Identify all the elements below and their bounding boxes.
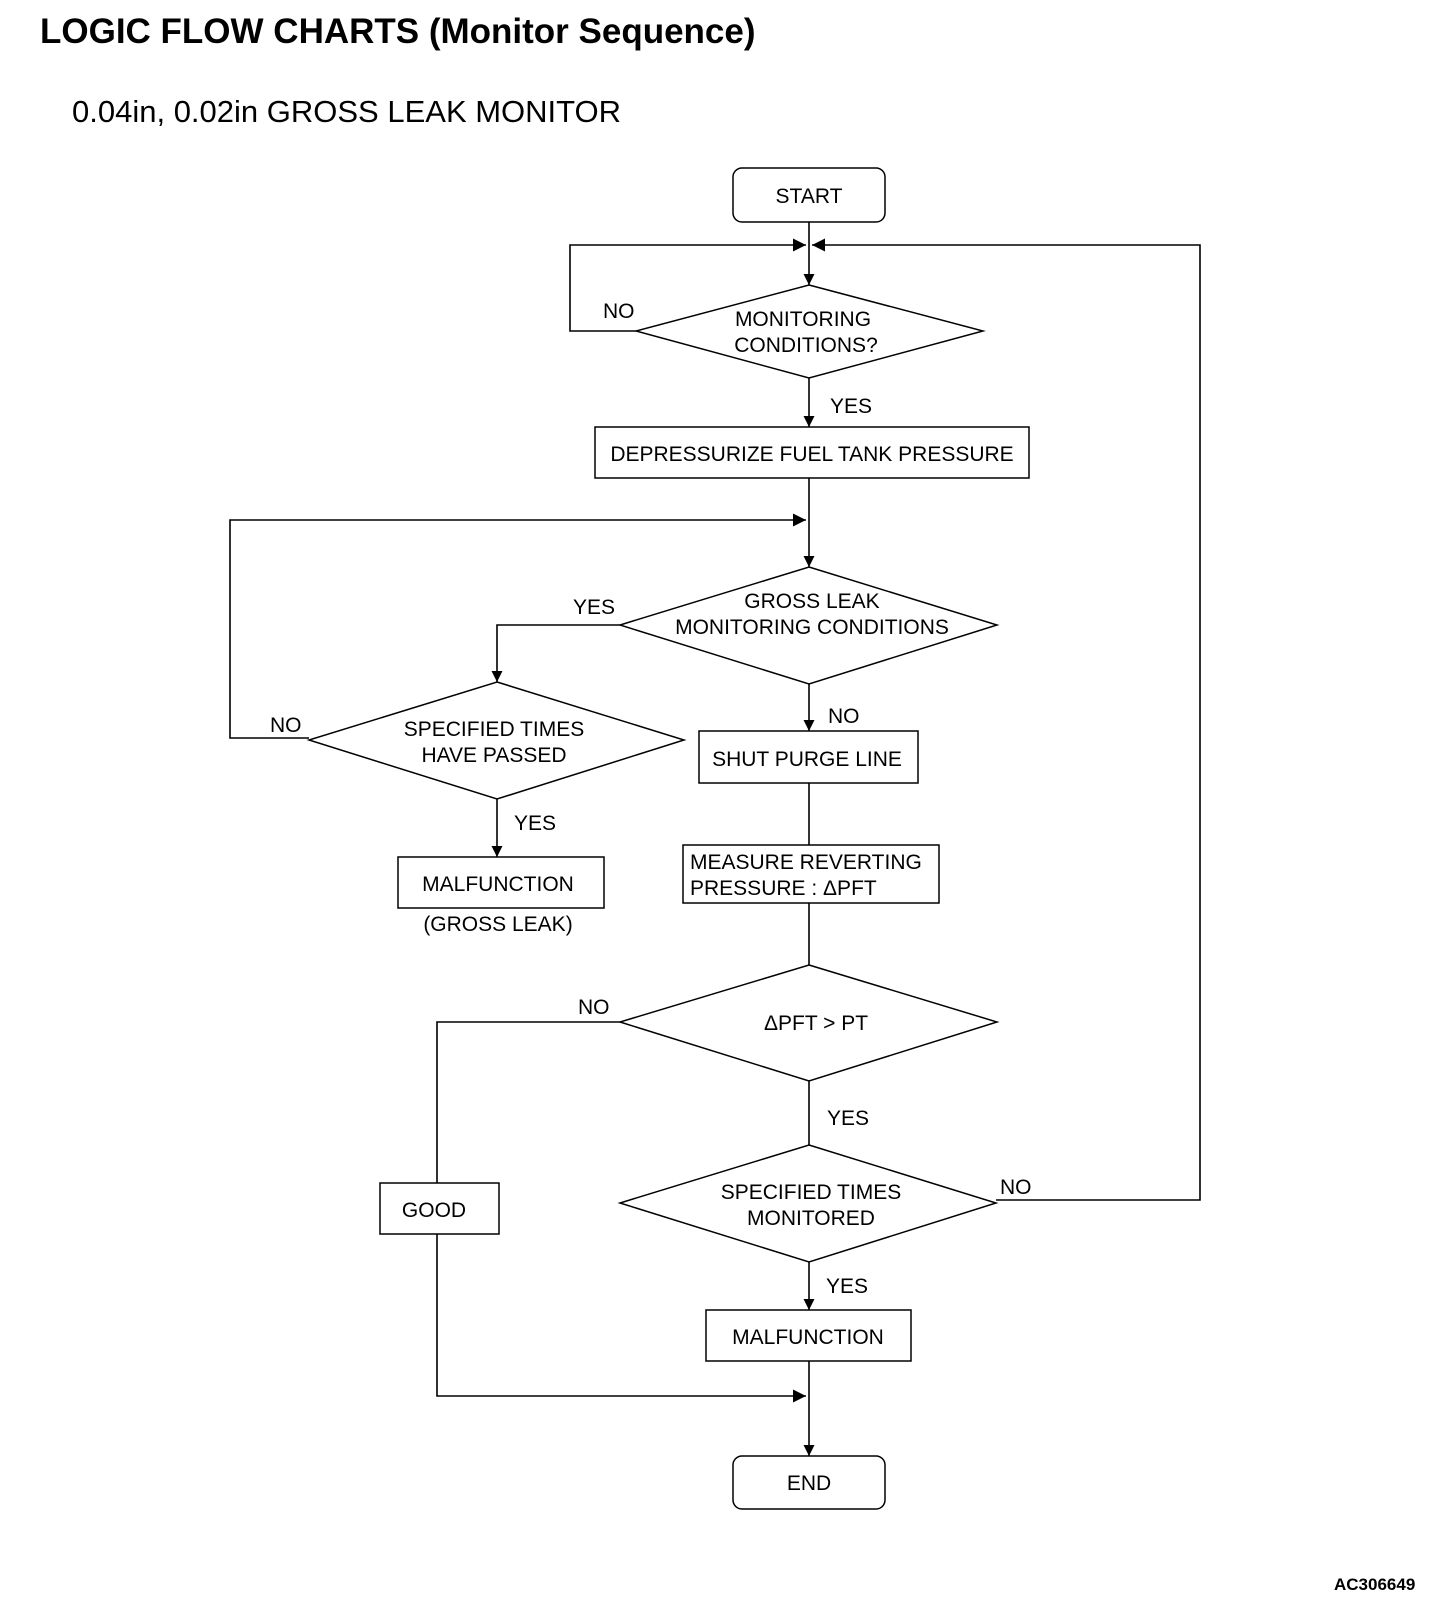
decision-specified-times-passed: SPECIFIED TIMES HAVE PASSED	[306, 681, 687, 800]
edge-monitored-no-loop	[812, 238, 1201, 1201]
decision-specified-times-monitored: SPECIFIED TIMES MONITORED	[617, 1144, 999, 1263]
label-monitoring-no: NO	[603, 300, 635, 323]
process-shut-purge-line: SHUT PURGE LINE	[698, 730, 919, 784]
label-gross-yes: YES	[573, 596, 615, 619]
process-measure-reverting-line-1: MEASURE REVERTING	[690, 851, 922, 874]
decision-specified-times-monitored-line-1: SPECIFIED TIMES	[721, 1181, 901, 1204]
edge-passed-no-loop	[229, 513, 806, 739]
process-shut-purge-label: SHUT PURGE LINE	[712, 748, 902, 771]
process-depressurize: DEPRESSURIZE FUEL TANK PRESSURE	[594, 426, 1030, 479]
decision-gross-leak-conditions: GROSS LEAK MONITORING CONDITIONS	[617, 566, 1000, 685]
label-monitored-yes: YES	[826, 1275, 868, 1298]
node-start: START	[732, 167, 886, 223]
label-delta-yes: YES	[827, 1107, 869, 1130]
process-measure-reverting: MEASURE REVERTING PRESSURE : ΔPFT	[682, 844, 940, 904]
process-measure-reverting-line-2: PRESSURE : ΔPFT	[690, 877, 877, 900]
decision-gross-leak-line-2: MONITORING CONDITIONS	[675, 616, 949, 639]
node-start-label: START	[776, 185, 843, 208]
page-title: LOGIC FLOW CHARTS (Monitor Sequence)	[40, 12, 756, 51]
edge-gross-yes	[491, 624, 620, 682]
page-subtitle: 0.04in, 0.02in GROSS LEAK MONITOR	[72, 94, 622, 129]
decision-gross-leak-line-1: GROSS LEAK	[744, 590, 879, 613]
terminal-malfunction-label: MALFUNCTION	[732, 1326, 884, 1349]
process-depressurize-label: DEPRESSURIZE FUEL TANK PRESSURE	[610, 443, 1013, 466]
edge-delta-no	[436, 1021, 620, 1183]
process-good: GOOD	[379, 1182, 500, 1235]
edge-monitoring-no-loop	[569, 238, 806, 332]
decision-monitoring-conditions-line-1: MONITORING	[735, 308, 871, 331]
terminal-malfunction-gross-label: MALFUNCTION	[422, 873, 574, 896]
edge-good-to-end	[436, 1234, 806, 1403]
label-gross-no: NO	[828, 705, 860, 728]
decision-specified-times-monitored-line-2: MONITORED	[747, 1207, 875, 1230]
terminal-malfunction-gross-note: (GROSS LEAK)	[423, 913, 572, 936]
label-delta-no: NO	[578, 996, 610, 1019]
label-passed-yes: YES	[514, 812, 556, 835]
decision-specified-times-passed-line-2: HAVE PASSED	[421, 744, 566, 767]
label-monitored-no: NO	[1000, 1176, 1032, 1199]
figure-code: AC306649	[1334, 1575, 1416, 1594]
node-end: END	[732, 1455, 886, 1510]
node-end-label: END	[787, 1472, 831, 1495]
terminal-malfunction-gross-leak: MALFUNCTION (GROSS LEAK)	[397, 856, 605, 936]
decision-specified-times-passed-line-1: SPECIFIED TIMES	[404, 718, 584, 741]
label-monitoring-yes: YES	[830, 395, 872, 418]
decision-delta-pft: ΔPFT > PT	[617, 964, 1000, 1082]
decision-monitoring-conditions: MONITORING CONDITIONS?	[633, 284, 986, 379]
decision-monitoring-conditions-line-2: CONDITIONS?	[734, 334, 878, 357]
label-passed-no: NO	[270, 714, 302, 737]
process-good-label: GOOD	[402, 1199, 466, 1222]
decision-delta-pft-label: ΔPFT > PT	[764, 1012, 868, 1035]
terminal-malfunction: MALFUNCTION	[705, 1309, 912, 1362]
